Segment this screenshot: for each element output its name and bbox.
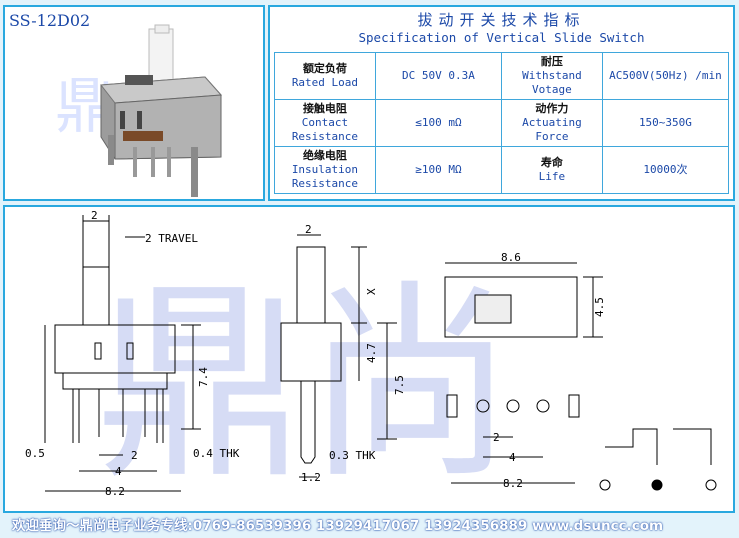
dim-top-86: 8.6 [501, 251, 521, 264]
contact-footer: 欢迎垂询～鼎尚电子业务专线:0769-86539396 13929417067 … [12, 518, 664, 534]
dim-height-74: 7.4 [197, 367, 210, 387]
product-photo-panel: SS-12D02 鼎 [3, 5, 265, 201]
dim-top-45: 4.5 [593, 297, 606, 317]
dim-side-top: 2 [305, 223, 312, 236]
dim-front-top: 2 [91, 209, 98, 222]
spec-value: AC500V(50Hz) /min [601, 52, 730, 100]
dim-pcb-2: 2 [493, 431, 500, 444]
dim-pin-offset: 0.5 [25, 447, 45, 460]
dim-width-82: 8.2 [105, 485, 125, 498]
dim-h-47: 4.7 [365, 343, 378, 363]
spec-label-cn: 绝缘电阻 [302, 149, 347, 162]
dim-x: X [365, 288, 378, 295]
spec-label-cn: 寿命 [540, 156, 563, 169]
dim-pcb-4: 4 [509, 451, 516, 464]
model-number: SS-12D02 [9, 11, 91, 30]
dim-w-12: 1.2 [301, 471, 321, 484]
dimension-drawing-panel: 鼎尚 2 2 TRAVEL 7.4 0.5 2 0.4 THK 4 [3, 205, 735, 513]
top-view: 8.6 4.5 [444, 251, 606, 338]
schematic [599, 428, 717, 491]
spec-label-en: Rated Load [291, 76, 359, 89]
dim-pin-spacing: 2 [131, 449, 138, 462]
specification-panel: 拔动开关技术指标 Specification of Vertical Slide… [268, 5, 735, 201]
dim-travel: 2 TRAVEL [145, 232, 198, 245]
spec-label-cn: 额定负荷 [302, 62, 347, 75]
spec-value: ≥100 MΩ [374, 146, 502, 194]
dim-thk-03: 0.3 THK [329, 449, 376, 462]
dim-h-75: 7.5 [393, 375, 406, 395]
spec-label-en: Insulation Resistance [291, 163, 359, 190]
spec-title-en: Specification of Vertical Slide Switch [358, 30, 645, 45]
dim-pcb-82: 8.2 [503, 477, 523, 490]
switch-photo: 鼎 [55, 24, 223, 197]
spec-title-cn: 拔动开关技术指标 [417, 11, 586, 29]
spec-label-cn: 耐压 [540, 55, 563, 68]
spec-value: 150~350G [601, 99, 730, 147]
spec-label-en: Contact Resistance [291, 116, 359, 143]
spec-label-en: Life [538, 170, 566, 183]
dim-span-4: 4 [115, 465, 122, 478]
spec-title: 拔动开关技术指标 Specification of Vertical Slide… [270, 9, 733, 45]
front-view: 2 2 TRAVEL 7.4 0.5 2 0.4 THK 4 8.2 [25, 209, 240, 498]
spec-label-cn: 接触电阻 [302, 102, 347, 115]
spec-label-en: Withstand Votage [522, 69, 582, 96]
spec-value: 10000次 [601, 146, 730, 194]
dim-thk-04: 0.4 THK [193, 447, 240, 460]
pcb-layout: 2 4 8.2 [446, 394, 580, 490]
spec-label-cn: 动作力 [535, 102, 569, 115]
side-view: 2 X 4.7 7.5 0.3 THK 1.2 [280, 223, 406, 484]
spec-value: ≤100 mΩ [374, 99, 502, 147]
technical-drawing: 鼎尚 2 2 TRAVEL 7.4 0.5 2 0.4 THK 4 [25, 209, 717, 507]
spec-value: DC 50V 0.3A [374, 52, 502, 100]
spec-label-en: Actuating Force [522, 116, 582, 143]
